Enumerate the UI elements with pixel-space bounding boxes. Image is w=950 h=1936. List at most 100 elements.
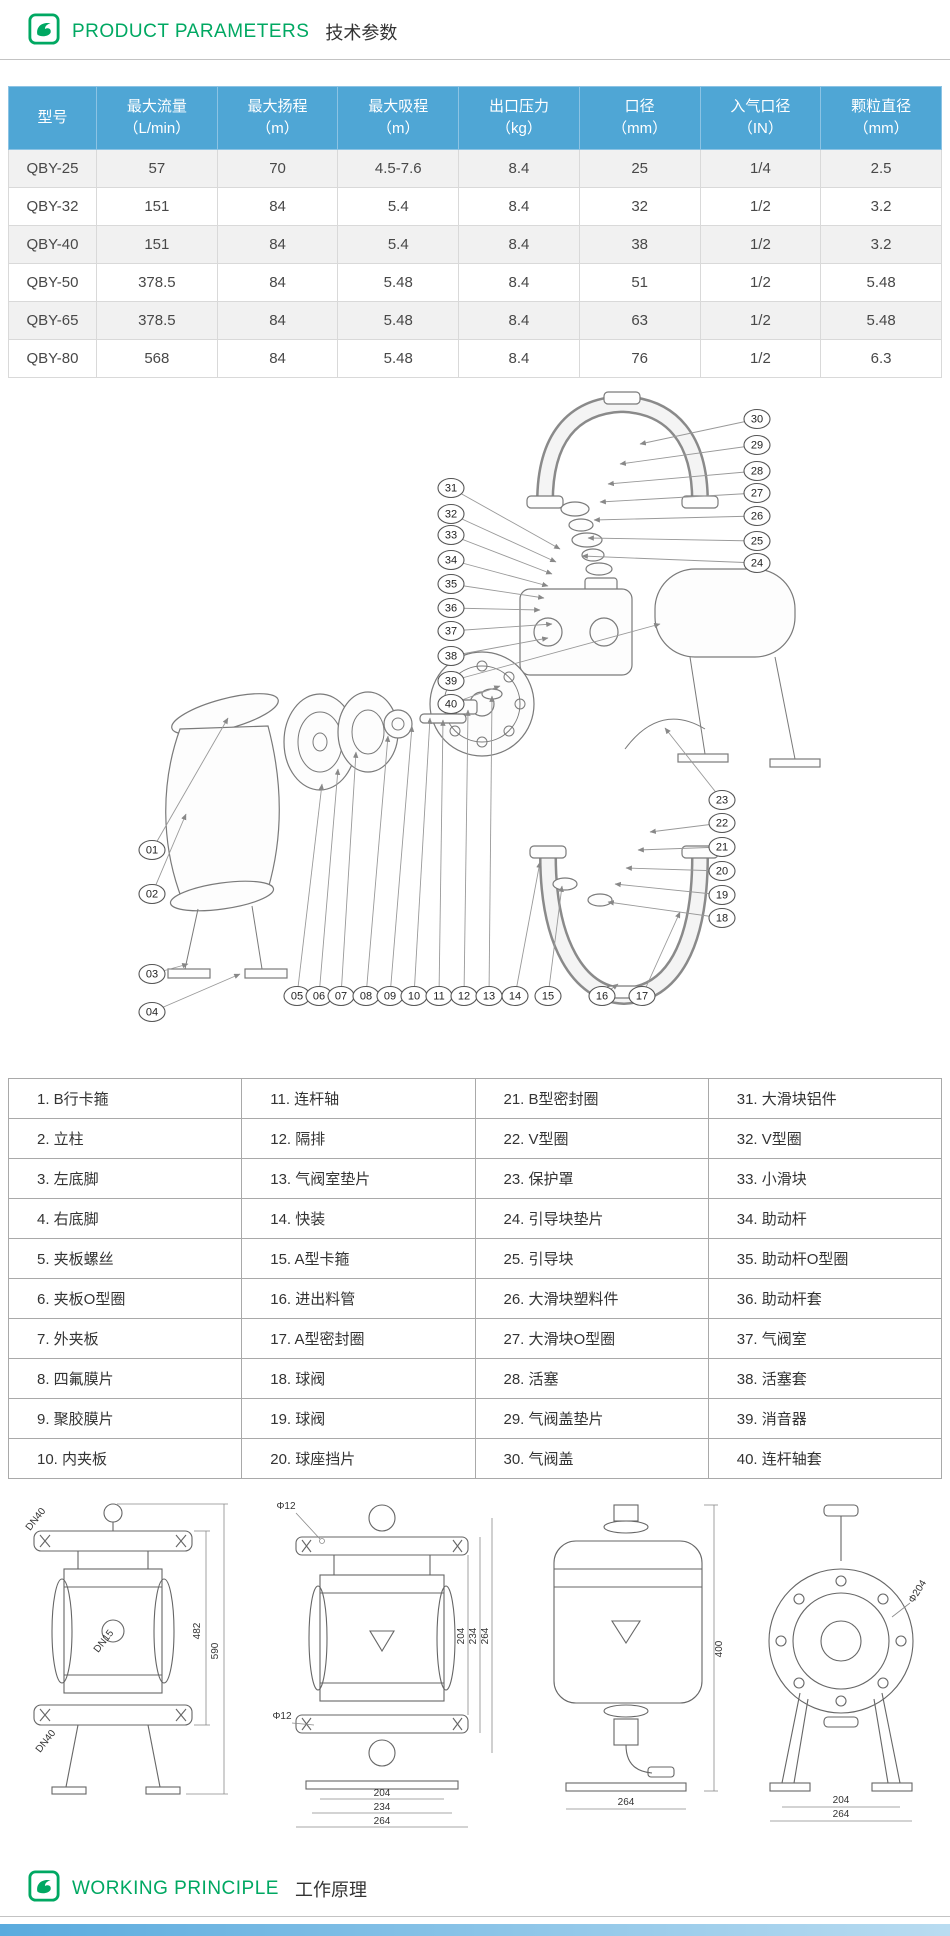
model-cell: QBY-50 bbox=[8, 262, 97, 302]
callout-leader-37 bbox=[450, 621, 553, 631]
value-cell: 84 bbox=[216, 338, 339, 378]
callout-leader-39 bbox=[450, 622, 661, 681]
callout-number: 40 bbox=[445, 698, 457, 710]
part-cell: 33. 小滑块 bbox=[707, 1157, 943, 1199]
callout-leader-17 bbox=[641, 911, 681, 996]
callout-balloon-34 bbox=[437, 549, 465, 570]
callout-number: 16 bbox=[596, 990, 608, 1002]
value-cell: 5.48 bbox=[820, 300, 942, 340]
part-cell: 12. 隔排 bbox=[241, 1117, 476, 1159]
spec-header-cell: 出口压力（kg） bbox=[458, 86, 580, 150]
callout-balloon-04 bbox=[138, 1001, 166, 1022]
part-cell: 14. 快装 bbox=[241, 1197, 476, 1239]
callout-number: 05 bbox=[291, 990, 303, 1002]
value-cell: 57 bbox=[96, 148, 218, 188]
part-cell: 32. V型圈 bbox=[707, 1117, 943, 1159]
model-cell: QBY-25 bbox=[8, 148, 97, 188]
dim-label: DN40 bbox=[34, 1727, 59, 1754]
part-cell: 29. 气阀盖垫片 bbox=[474, 1397, 709, 1439]
part-cell: 27. 大滑块O型圈 bbox=[474, 1317, 709, 1359]
part-cell: 17. A型密封圈 bbox=[241, 1317, 476, 1359]
dimension-drawing-rear: Φ204 204 264 bbox=[768, 1503, 929, 1821]
callout-leader-10 bbox=[413, 717, 433, 996]
part-cell: 11. 连杆轴 bbox=[241, 1077, 476, 1119]
callout-balloon-21 bbox=[708, 836, 736, 857]
part-cell: 20. 球座挡片 bbox=[241, 1437, 476, 1479]
value-cell: 76 bbox=[578, 338, 701, 378]
header-divider bbox=[0, 59, 950, 60]
callout-leader-26 bbox=[593, 515, 758, 523]
spec-header-row: 型号最大流量（L/min）最大扬程（m）最大吸程（m）出口压力（kg）口径（mm… bbox=[8, 86, 942, 150]
callout-balloon-25 bbox=[743, 530, 771, 551]
dim-label: Φ12 bbox=[272, 1711, 292, 1722]
dimension-drawing-front: DN40 DN15 482 590 DN40 bbox=[24, 1502, 228, 1795]
callout-balloon-26 bbox=[743, 505, 771, 526]
callout-leader-29 bbox=[619, 444, 758, 466]
exploded-view-svg: 0102030405060708091011121314151617181920… bbox=[138, 390, 821, 1022]
value-cell: 84 bbox=[216, 224, 339, 264]
callout-number: 21 bbox=[716, 841, 728, 853]
callout-number: 13 bbox=[483, 990, 495, 1002]
callout-number: 03 bbox=[146, 968, 158, 980]
callout-number: 29 bbox=[751, 439, 763, 451]
callout-balloon-40 bbox=[437, 693, 465, 714]
part-cell: 31. 大滑块铝件 bbox=[707, 1077, 943, 1119]
callout-number: 07 bbox=[335, 990, 347, 1002]
callout-number: 14 bbox=[509, 990, 521, 1002]
model-cell: QBY-40 bbox=[8, 224, 97, 264]
part-cell: 40. 连杆轴套 bbox=[707, 1437, 943, 1479]
callout-balloon-23 bbox=[708, 789, 736, 810]
spec-header-cell: 颗粒直径（mm） bbox=[820, 86, 942, 150]
callout-number: 36 bbox=[445, 602, 457, 614]
callout-number: 23 bbox=[716, 794, 728, 806]
callout-balloon-38 bbox=[437, 645, 465, 666]
callout-leader-19 bbox=[614, 881, 723, 895]
part-cell: 26. 大滑块塑料件 bbox=[474, 1277, 709, 1319]
callout-leader-20 bbox=[625, 864, 723, 871]
footer-accent-bar bbox=[0, 1924, 950, 1936]
value-cell: 70 bbox=[216, 148, 339, 188]
callout-number: 06 bbox=[313, 990, 325, 1002]
callout-balloon-30 bbox=[743, 408, 771, 429]
value-cell: 2.5 bbox=[820, 148, 942, 188]
callout-leader-04 bbox=[151, 973, 241, 1012]
part-cell: 28. 活塞 bbox=[474, 1357, 709, 1399]
value-cell: 8.4 bbox=[458, 262, 580, 302]
dim-label: 204 bbox=[456, 1627, 467, 1644]
callout-number: 34 bbox=[445, 554, 457, 566]
value-cell: 8.4 bbox=[458, 148, 580, 188]
part-cell: 16. 进出料管 bbox=[241, 1277, 476, 1319]
spec-header-cell: 最大流量（L/min） bbox=[96, 86, 218, 150]
callout-leader-24 bbox=[581, 553, 758, 563]
callout-number: 11 bbox=[433, 990, 444, 1002]
footer-divider bbox=[0, 1916, 950, 1917]
part-cell: 15. A型卡箍 bbox=[241, 1237, 476, 1279]
part-cell: 13. 气阀室垫片 bbox=[241, 1157, 476, 1199]
callout-leader-11 bbox=[438, 719, 446, 996]
spec-header-cell: 最大吸程（m） bbox=[337, 86, 460, 150]
callout-number: 31 bbox=[445, 482, 457, 494]
callout-leader-36 bbox=[450, 606, 541, 613]
callout-balloon-15 bbox=[534, 985, 562, 1006]
callout-leader-23 bbox=[664, 727, 723, 800]
callout-balloon-39 bbox=[437, 670, 465, 691]
value-cell: 32 bbox=[578, 186, 701, 226]
value-cell: 1/2 bbox=[699, 300, 822, 340]
brand-logo-icon bbox=[28, 1870, 60, 1907]
spec-header-cell: 口径（mm） bbox=[578, 86, 701, 150]
value-cell: 3.2 bbox=[820, 224, 942, 264]
callout-leader-35 bbox=[450, 583, 545, 600]
callout-balloon-03 bbox=[138, 963, 166, 984]
value-cell: 8.4 bbox=[458, 338, 580, 378]
part-cell: 39. 消音器 bbox=[707, 1397, 943, 1439]
part-cell: 34. 助动杆 bbox=[707, 1197, 943, 1239]
value-cell: 151 bbox=[96, 224, 218, 264]
section-header-principle: WORKING PRINCIPLE 工作原理 bbox=[0, 1857, 950, 1916]
part-cell: 25. 引导块 bbox=[474, 1237, 709, 1279]
